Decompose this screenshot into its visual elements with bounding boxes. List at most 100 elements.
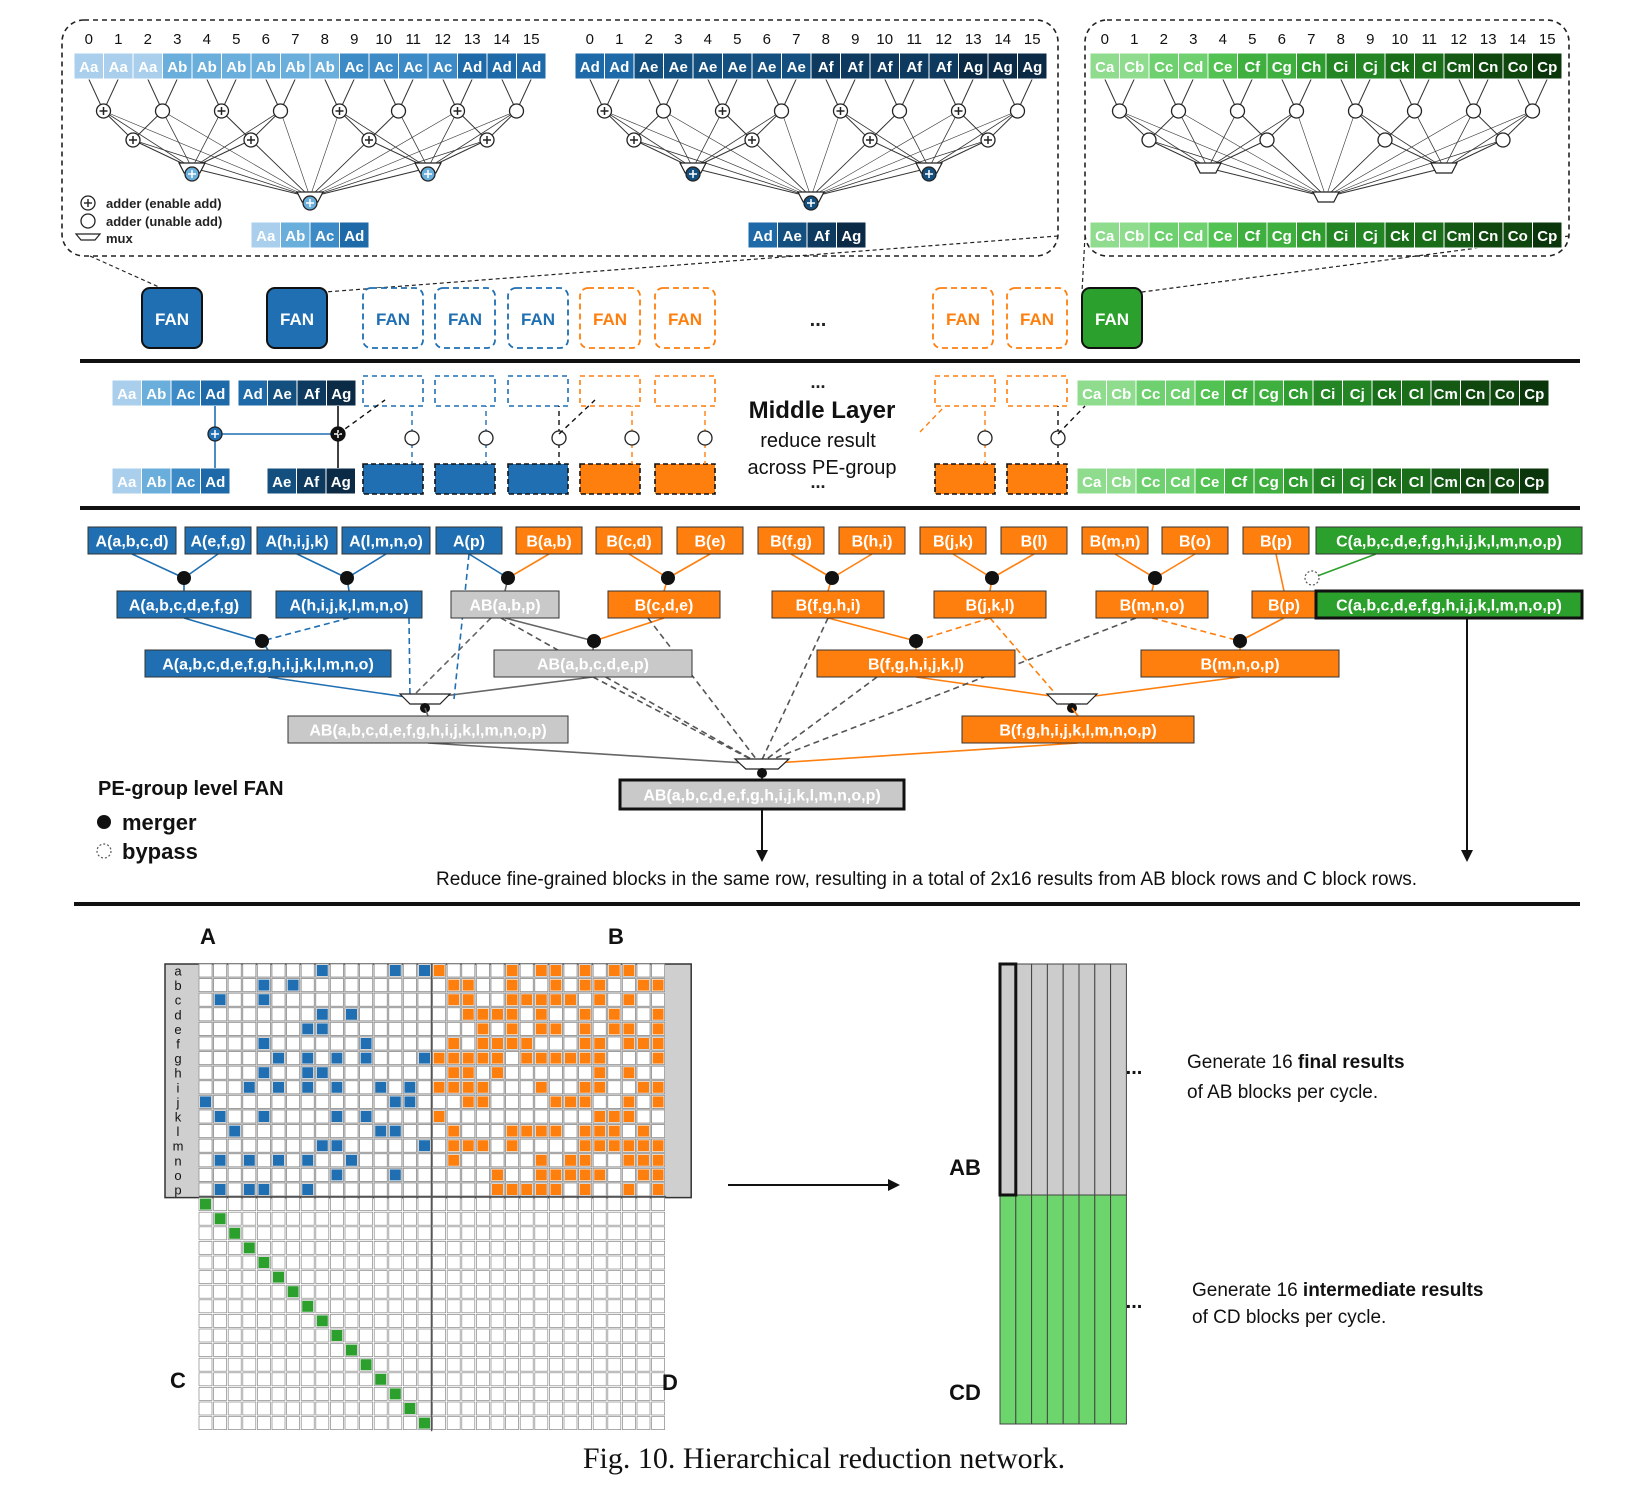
matrix-cell xyxy=(461,1124,476,1138)
matrix-cell xyxy=(198,1284,213,1299)
b-block xyxy=(652,1184,664,1195)
column-index: 14 xyxy=(493,31,510,48)
fan-block xyxy=(1502,52,1533,80)
b-block xyxy=(652,1140,664,1152)
pe-row1-block xyxy=(1000,526,1068,555)
pe-row1-block-label: A(h,i,j,k) xyxy=(265,534,328,551)
matrix-cell xyxy=(198,1387,213,1401)
b-block xyxy=(579,1096,591,1108)
adder-icon xyxy=(1288,103,1305,119)
b-block xyxy=(638,1081,649,1093)
matrix-cell xyxy=(344,1138,359,1153)
matrix-cell xyxy=(359,1182,373,1197)
b-block xyxy=(477,1081,489,1093)
matrix-cell xyxy=(198,1080,213,1095)
matrix-cell xyxy=(388,1255,403,1270)
fan-unit xyxy=(362,287,424,349)
middle-edge xyxy=(337,399,386,435)
matrix-cell xyxy=(271,1197,286,1211)
b-block xyxy=(652,1038,664,1049)
matrix-cell xyxy=(344,1036,359,1051)
column-index: 9 xyxy=(350,31,358,48)
matrix-cell xyxy=(519,1255,534,1270)
b-block xyxy=(506,1140,518,1152)
fan-output-block xyxy=(1325,221,1356,249)
matrix-cell xyxy=(519,1022,534,1036)
matrix-cell xyxy=(300,1328,315,1343)
matrix-cell xyxy=(213,1197,227,1211)
matrix-cell xyxy=(330,992,344,1007)
matrix-cell xyxy=(534,1387,549,1401)
pe-row1-block-label: B(c,d) xyxy=(606,534,651,551)
matrix-cell xyxy=(388,1416,403,1430)
b-block xyxy=(462,979,474,991)
matrix-cell xyxy=(213,1065,227,1080)
fan-block-label: Ad xyxy=(462,59,482,76)
middle-block xyxy=(1519,467,1550,495)
pe-group-note: Reduce fine-grained blocks in the same r… xyxy=(436,869,1417,890)
fan-block xyxy=(1266,52,1297,80)
matrix-cell xyxy=(213,1416,227,1430)
matrix-cell xyxy=(490,1387,505,1401)
matrix-cell xyxy=(505,1328,519,1343)
b-block xyxy=(506,1023,518,1035)
fan-output-block xyxy=(280,221,311,249)
matrix-cell xyxy=(242,1284,257,1299)
matrix-cell xyxy=(534,1299,549,1314)
b-block xyxy=(462,1140,474,1152)
matrix-cell xyxy=(359,1387,373,1401)
matrix-cell xyxy=(344,1241,359,1255)
fan-output-block xyxy=(747,221,778,249)
matrix-cell xyxy=(607,1357,622,1372)
middle-block-label: Ag xyxy=(331,386,351,403)
matrix-cell xyxy=(300,1211,315,1226)
final-results-line2: of AB blocks per cycle. xyxy=(1187,1082,1378,1103)
matrix-cell xyxy=(607,1211,622,1226)
fan-unit xyxy=(932,287,994,349)
matrix-cell xyxy=(432,1226,446,1241)
row-label: p xyxy=(174,1183,181,1198)
middle-block xyxy=(111,467,142,495)
b-block xyxy=(550,979,562,991)
middle-block-label: Cg xyxy=(1259,386,1279,403)
a-block xyxy=(316,1008,328,1020)
matrix-cell xyxy=(344,1299,359,1314)
matrix-cell xyxy=(563,1314,578,1328)
matrix-cell xyxy=(505,1270,519,1284)
row-label: l xyxy=(177,1124,180,1139)
fan-output-block xyxy=(339,221,370,249)
matrix-cell xyxy=(257,1284,271,1299)
column-index: 7 xyxy=(792,31,800,48)
b-block xyxy=(608,1125,620,1137)
matrix-cell xyxy=(286,1007,300,1022)
fan-output-label: Cc xyxy=(1154,228,1173,245)
matrix-cell xyxy=(388,1109,403,1124)
matrix-cell xyxy=(286,1168,300,1182)
b-block xyxy=(623,1184,635,1195)
fan-block-label: Aa xyxy=(109,59,129,76)
matrix-cell xyxy=(432,1299,446,1314)
matrix-cell xyxy=(505,1211,519,1226)
fan-output-label: Ae xyxy=(783,228,802,245)
pe-edge xyxy=(504,617,595,642)
fan-unit xyxy=(266,287,328,349)
fan-block-label: Ae xyxy=(669,59,688,76)
matrix-cell xyxy=(388,978,403,992)
tree-edge xyxy=(162,110,311,198)
matrix-cell xyxy=(271,1182,286,1197)
matrix-cell xyxy=(388,1036,403,1051)
middle-block-label: Ab xyxy=(146,474,166,491)
matrix-cell xyxy=(505,1401,519,1416)
matrix-cell xyxy=(417,1109,432,1124)
b-block xyxy=(623,1038,635,1049)
matrix-cell xyxy=(592,963,607,978)
tree-edge xyxy=(840,110,930,169)
fan-output-label: Aa xyxy=(256,228,276,245)
matrix-cell xyxy=(300,1401,315,1416)
matrix-cell xyxy=(622,1197,636,1211)
b-block xyxy=(477,1008,489,1020)
matrix-cell xyxy=(417,978,432,992)
adder-icon xyxy=(1111,103,1128,119)
a-block xyxy=(331,1081,343,1093)
